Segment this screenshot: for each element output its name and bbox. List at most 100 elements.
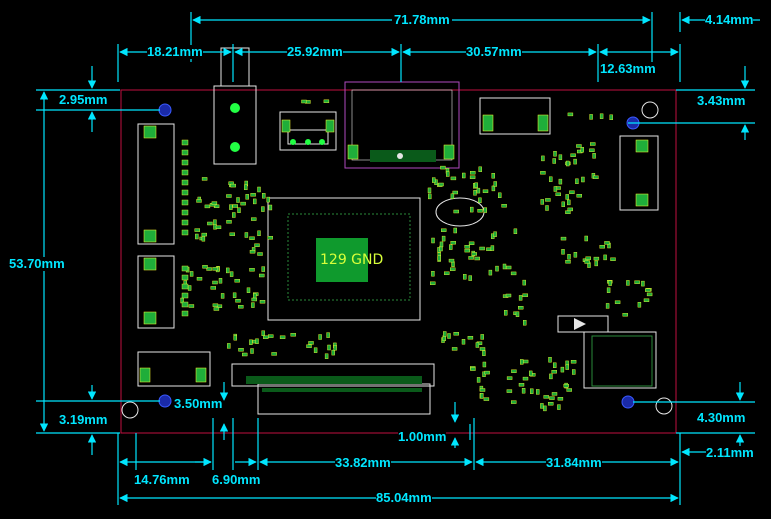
smd-pad [469,175,476,179]
smd-pad [468,275,472,281]
smd-pad [565,194,569,200]
smd-pad [237,207,241,213]
smd-pad [482,189,489,193]
dim-bottom-hole-left: 3.19mm [59,412,108,427]
dim-board-width: 85.04mm [376,490,432,505]
smd-pad [536,389,540,395]
smd-pad [505,293,512,298]
smd-pad [210,286,217,290]
smd-pad [229,232,236,236]
smd-pad [251,217,257,221]
hdmi-connector [344,81,460,169]
smd-pad [567,207,573,212]
smd-pad [570,153,576,157]
smd-pad [584,235,588,242]
smd-pad [236,197,240,203]
dim-hole-bottom-gap: 3.50mm [174,396,223,411]
smd-pad [251,297,257,302]
smd-pad [229,271,234,277]
smd-pad [279,335,286,339]
pin-pad [181,179,189,186]
smd-pad [437,254,441,261]
smd-pad [249,249,256,254]
smd-pad [211,201,218,205]
main-ic [267,197,421,321]
smd-pad [584,260,590,264]
smd-pad [226,194,232,198]
smd-pad [561,201,565,208]
smd-pad [545,205,549,211]
connector-right-top [479,97,551,135]
smd-pad [470,206,474,213]
smd-pad [575,178,579,185]
mounting-hole-tl [158,103,172,117]
smd-pad [324,353,329,359]
pin-pad [181,189,189,196]
smd-pad [202,265,208,269]
smd-pad [560,236,567,241]
smd-pad [446,171,450,177]
smd-pad [213,307,220,311]
smd-pad [580,146,584,153]
smd-pad [225,267,230,274]
smd-pad [195,233,199,240]
smd-pad [560,366,565,373]
smd-pad [548,402,554,406]
smd-pad [474,256,480,261]
smd-pad [268,334,274,338]
smd-pad [565,210,571,214]
dim-right-top-offset: 4.14mm [705,12,754,27]
connector-top-small [279,111,337,151]
smd-pad [206,267,212,271]
smd-pad [249,236,255,240]
smd-pad [549,396,555,400]
smd-pad [553,150,557,157]
smd-pad [522,376,529,381]
smd-pad [605,303,610,309]
pin-pad [181,219,189,226]
smd-pad [463,274,467,280]
smd-pad [482,350,486,356]
smd-pad [522,279,526,286]
smd-pad [235,299,241,303]
smd-pad [234,279,240,283]
pin-pad [181,149,189,156]
smd-pad [196,277,203,281]
smd-pad [259,273,265,278]
dim-top-hole-right: 3.43mm [697,93,746,108]
smd-pad [323,99,330,104]
smd-pad [233,335,238,341]
smd-pad [246,287,251,293]
dim-right-spacing: 30.57mm [466,44,522,59]
smd-pad [252,198,257,205]
smd-pad [301,99,307,104]
smd-pad [483,397,490,401]
smd-pad [241,352,248,357]
smd-pad [543,395,549,399]
dim-bottom-hole-right: 4.30mm [697,410,746,425]
smd-pad [212,267,218,271]
smd-pad [558,178,563,185]
smd-pad [440,165,446,170]
smd-pad [541,155,545,162]
smd-pad [313,347,318,353]
smd-pad [555,192,561,197]
smd-pad [493,181,497,187]
smd-pad [464,248,470,253]
smd-pad [576,193,582,198]
pin-pad [181,169,189,176]
smd-pad [441,235,446,242]
pin-pad [181,229,189,236]
smd-pad [486,247,492,251]
smd-pad [441,228,447,232]
smd-pad [549,176,553,182]
smd-pad [573,158,577,165]
smd-pad [230,183,236,188]
smd-pad [511,369,517,373]
dim-bottom-right-offset: 2.11mm [706,445,754,460]
smd-pad [240,201,246,206]
smd-pad [614,300,621,304]
smd-pad [566,160,570,167]
dim-overall-top: 71.78mm [392,12,452,27]
